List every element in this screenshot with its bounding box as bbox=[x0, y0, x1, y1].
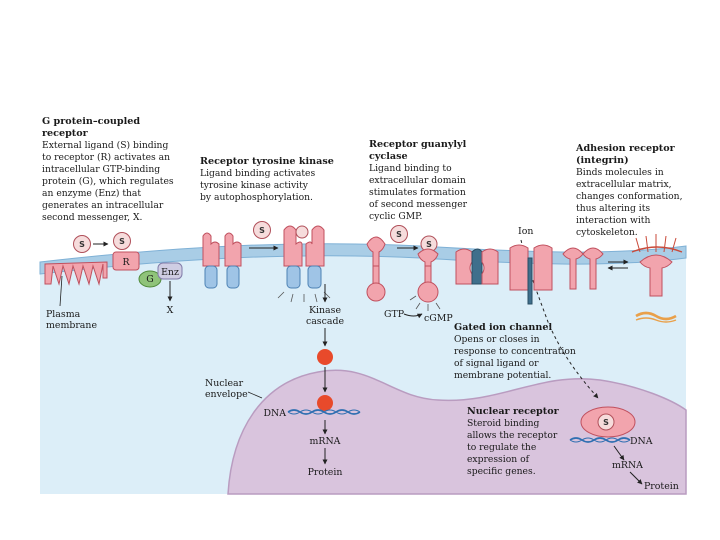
guanylyl-receptor-active bbox=[417, 248, 439, 271]
rtk-title: Receptor tyrosine kinase bbox=[200, 156, 334, 167]
ligand-s-icon: S bbox=[113, 232, 131, 250]
dna-label-2: DNA bbox=[630, 436, 653, 447]
adhesion-title: Adhesion receptor(integrin) bbox=[575, 143, 676, 166]
svg-text:S: S bbox=[259, 226, 265, 235]
ligand-s-icon: S bbox=[597, 413, 615, 431]
enz-label: Enz bbox=[161, 267, 179, 278]
svg-text:S: S bbox=[603, 418, 609, 427]
ligand-s-icon: S bbox=[253, 221, 271, 239]
integrin-receptor-2 bbox=[582, 247, 604, 290]
ion-label: Ion bbox=[518, 226, 533, 237]
ion-channel-open bbox=[509, 244, 553, 305]
gpcr-r-receptor bbox=[112, 251, 140, 271]
protein-label: Protein bbox=[308, 467, 343, 478]
x-label: X bbox=[167, 305, 174, 316]
rtk-receptor-active bbox=[277, 225, 331, 303]
svg-text:S: S bbox=[119, 237, 125, 246]
cell-background bbox=[39, 243, 687, 495]
panel-adhesion-text: Adhesion receptor(integrin) Binds molecu… bbox=[575, 143, 685, 238]
panel-nuclear-text: Nuclear receptor Steroid binding allows … bbox=[467, 406, 560, 477]
messenger-dot bbox=[317, 395, 333, 411]
enzyme bbox=[157, 262, 183, 280]
arrow-icon bbox=[629, 471, 643, 485]
mrna-label: mRNA bbox=[310, 436, 341, 447]
panel-rtk-text: Receptor tyrosine kinase Ligand binding … bbox=[200, 156, 334, 203]
ion-channel-title: Gated ion channel bbox=[454, 322, 552, 333]
guanylyl-illustration: S S GTP cGMP bbox=[366, 225, 453, 324]
guanylyl-receptor-inactive bbox=[366, 236, 386, 267]
gpcr-desc: External ligand (S) binding to receptor … bbox=[42, 140, 177, 223]
ligand-s-icon: S bbox=[390, 225, 408, 243]
arrow-icon bbox=[403, 313, 423, 319]
svg-text:S: S bbox=[426, 240, 432, 249]
dna-label: DNA bbox=[264, 408, 287, 419]
integrin-receptor-active bbox=[639, 254, 673, 297]
g-label: G bbox=[146, 274, 154, 285]
gtp-label: GTP bbox=[384, 309, 404, 320]
svg-text:S: S bbox=[396, 230, 402, 239]
nuclear-title: Nuclear receptor bbox=[467, 406, 560, 417]
nuclear-receptor-illustration: S DNA mRNA Protein bbox=[569, 406, 679, 492]
mrna-label-2: mRNA bbox=[612, 460, 643, 471]
r-label: R bbox=[122, 257, 130, 268]
nucleus bbox=[227, 369, 687, 495]
ion-channel-illustration: Ion bbox=[455, 226, 599, 399]
cytoskeleton bbox=[635, 311, 677, 321]
svg-text:S: S bbox=[79, 240, 85, 249]
arrow-icon bbox=[613, 445, 625, 461]
protein-label-2: Protein bbox=[644, 481, 679, 492]
cgmp-label: cGMP bbox=[424, 313, 453, 324]
rtk-receptor-inactive bbox=[202, 232, 242, 289]
guanylyl-desc: Ligand binding to extracellular domain s… bbox=[369, 163, 470, 222]
integrin-receptor-1 bbox=[562, 247, 584, 290]
messenger-dot bbox=[317, 349, 333, 365]
dna-helix-icon bbox=[569, 437, 631, 443]
ion-channel-closed bbox=[455, 248, 499, 285]
panel-ion-channel-text: Gated ion channel Opens or closes in res… bbox=[454, 322, 579, 381]
rtk-desc: Ligand binding activates tyrosine kinase… bbox=[200, 168, 318, 203]
adhesion-desc: Binds molecules in extracellular matrix,… bbox=[576, 167, 685, 238]
gpcr-receptor bbox=[44, 261, 108, 286]
ion-channel-desc: Opens or closes in response to concentra… bbox=[454, 334, 579, 381]
nuclear-desc: Steroid binding allows the receptor to r… bbox=[467, 418, 560, 477]
ligand-s-icon: S bbox=[73, 235, 91, 253]
adhesion-illustration bbox=[562, 234, 683, 323]
